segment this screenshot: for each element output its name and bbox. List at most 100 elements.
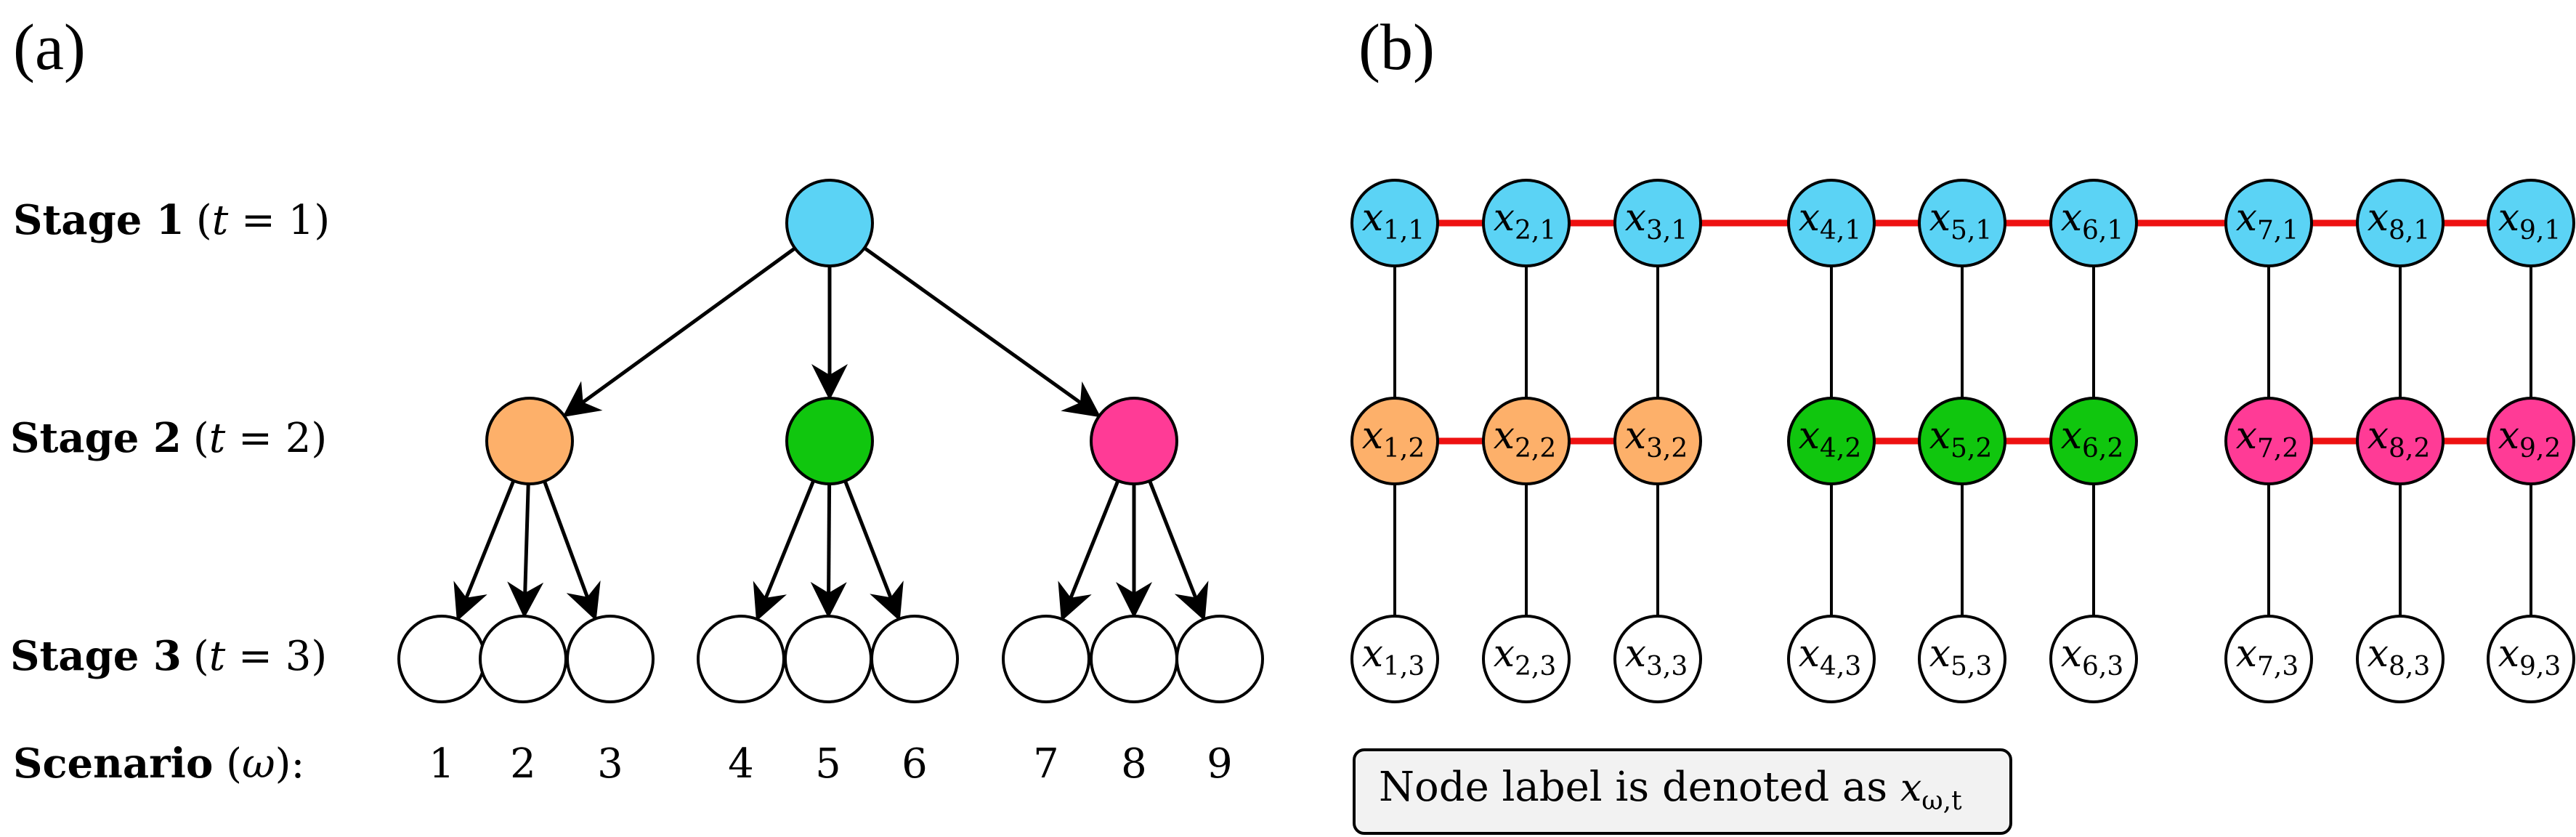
tree-arrow-1-3 <box>863 246 1101 418</box>
svg-text:Scenario (ω):: Scenario (ω): <box>13 740 304 788</box>
grid-node-4-3 <box>1787 615 1876 703</box>
grid-node-label-3-1: x3,1 <box>1625 196 1688 246</box>
grid-node-label-4-3: x4,3 <box>1799 632 1862 682</box>
grid-node-5-2 <box>1918 397 2006 485</box>
tree-arrow-2-3 <box>543 480 601 621</box>
stage-1-label: Stage 1(t = 1) <box>13 196 330 244</box>
grid-node-label-5-2: x5,2 <box>1929 414 1993 464</box>
grid-nodes: x1,1 x2,1 x3,1 x4,1 x5,1 x6,1 x7,1 x8,1 x9,1 x1,2… <box>1350 179 2575 703</box>
legend-box: Node label is denoted as xω,t <box>1353 748 2012 835</box>
grid-node-2-2 <box>1482 397 1571 485</box>
tree-node-stage2-1 <box>485 397 574 485</box>
scenario-number-3: 3 <box>597 740 623 788</box>
grid-node-7-1 <box>2224 179 2313 267</box>
scenario-number-6: 6 <box>902 740 928 788</box>
grid-node-6-1 <box>2049 179 2138 267</box>
grid-node-label-1-2: x1,2 <box>1362 414 1425 464</box>
scenario-label: Scenario (ω): <box>13 740 304 788</box>
svg-text:Stage 3(t = 3): Stage 3(t = 3) <box>10 632 327 680</box>
tree-arrow-2-7 <box>1058 480 1120 622</box>
tree-node-stage3-9 <box>1175 615 1264 703</box>
grid-node-label-6-2: x6,2 <box>2061 414 2124 464</box>
tree-node-stage3-7 <box>1002 615 1090 703</box>
tree-node-stage1 <box>785 179 874 267</box>
grid-node-2-3 <box>1482 615 1571 703</box>
grid-node-7-2 <box>2224 397 2313 485</box>
grid-node-label-3-3: x3,3 <box>1625 632 1688 682</box>
scenario-number-1: 1 <box>429 740 455 788</box>
tree-node-stage2-2 <box>785 397 874 485</box>
grid-node-label-2-1: x2,1 <box>1494 196 1557 246</box>
scenario-number-5: 5 <box>815 740 841 788</box>
tree-nodes <box>397 179 1264 703</box>
grid-node-4-1 <box>1787 179 1876 267</box>
grid-node-label-5-1: x5,1 <box>1929 196 1993 246</box>
grid-node-9-3 <box>2487 615 2575 703</box>
svg-text:Stage 2(t = 2): Stage 2(t = 2) <box>10 414 327 462</box>
tree-arrow-2-2 <box>507 483 544 619</box>
tree-node-stage3-2 <box>479 615 567 703</box>
stage-2-label: Stage 2(t = 2) <box>10 414 327 462</box>
tree-node-stage2-3 <box>1090 397 1178 485</box>
grid-node-8-3 <box>2356 615 2445 703</box>
tree-arrow-2-1 <box>453 480 516 622</box>
scenario-number-2: 2 <box>510 740 536 788</box>
grid-node-label-4-1: x4,1 <box>1799 196 1862 246</box>
tree-node-stage3-3 <box>566 615 655 703</box>
panel-b-letter: (b) <box>1358 12 1435 84</box>
grid-node-label-3-2: x3,2 <box>1625 414 1688 464</box>
tree-arrow-1-1 <box>562 246 796 418</box>
scenario-number-9: 9 <box>1207 740 1233 788</box>
grid-node-1-3 <box>1350 615 1439 703</box>
tree-node-stage3-5 <box>784 615 872 703</box>
grid-node-9-2 <box>2487 397 2575 485</box>
grid-node-label-6-3: x6,3 <box>2061 632 2124 682</box>
grid-node-3-1 <box>1613 179 1702 267</box>
tree-node-stage3-6 <box>870 615 959 703</box>
panel-a-letter: (a) <box>13 12 86 84</box>
grid-node-3-3 <box>1613 615 1702 703</box>
tree-arrow-2-6 <box>843 480 904 621</box>
grid-node-5-3 <box>1918 615 2006 703</box>
grid-node-label-5-3: x5,3 <box>1929 632 1993 682</box>
grid-node-label-7-2: x7,2 <box>2236 414 2299 464</box>
grid-node-2-1 <box>1482 179 1571 267</box>
grid-node-1-2 <box>1350 397 1439 485</box>
tree-node-stage3-8 <box>1090 615 1178 703</box>
scenario-number-4: 4 <box>728 740 754 788</box>
grid-node-8-1 <box>2356 179 2445 267</box>
grid-node-8-2 <box>2356 397 2445 485</box>
tree-arrow-2-4 <box>753 480 816 622</box>
tree-arrow-2-5 <box>810 483 847 619</box>
grid-node-label-4-2: x4,2 <box>1799 414 1862 464</box>
legend-frame <box>1353 748 2012 835</box>
grid-node-6-3 <box>2049 615 2138 703</box>
grid-node-label-1-3: x1,3 <box>1362 632 1425 682</box>
tree-arrow-2-9 <box>1148 480 1209 621</box>
grid-node-label-9-3: x9,3 <box>2498 632 2561 682</box>
grid-node-6-2 <box>2049 397 2138 485</box>
legend-text: Node label is denoted as xω,t <box>1379 764 1962 816</box>
grid-node-9-1 <box>2487 179 2575 267</box>
grid-node-label-7-3: x7,3 <box>2236 632 2299 682</box>
grid-node-label-8-3: x8,3 <box>2368 632 2431 682</box>
svg-text:Stage 1(t = 1): Stage 1(t = 1) <box>13 196 330 244</box>
grid-node-1-1 <box>1350 179 1439 267</box>
grid-node-3-2 <box>1613 397 1702 485</box>
grid-node-label-2-3: x2,3 <box>1494 632 1557 682</box>
scenario-numbers: 1 2 3 4 5 6 7 8 9 <box>429 740 1233 788</box>
grid-node-label-1-1: x1,1 <box>1362 196 1425 246</box>
grid-node-label-7-1: x7,1 <box>2236 196 2299 246</box>
tree-node-stage3-1 <box>397 615 486 703</box>
scenario-number-8: 8 <box>1121 740 1147 788</box>
tree-node-stage3-4 <box>697 615 785 703</box>
scenario-number-7: 7 <box>1033 740 1059 788</box>
stage-3-label: Stage 3(t = 3) <box>10 632 327 680</box>
tree-edges <box>453 246 1209 622</box>
grid-node-label-6-1: x6,1 <box>2061 196 2124 246</box>
grid-node-label-9-2: x9,2 <box>2498 414 2561 464</box>
grid-node-5-1 <box>1918 179 2006 267</box>
grid-node-label-8-1: x8,1 <box>2368 196 2431 246</box>
grid-node-label-9-1: x9,1 <box>2498 196 2561 246</box>
